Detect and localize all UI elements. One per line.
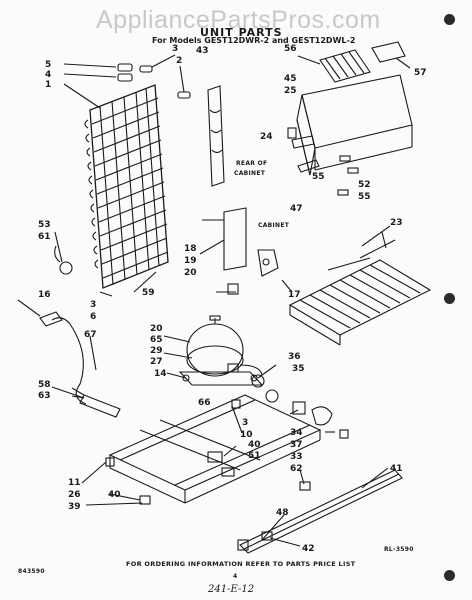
punch-hole (444, 570, 455, 581)
part-number-callout: 41 (390, 464, 403, 474)
part-number-callout: 3 (242, 418, 249, 428)
punch-hole (444, 293, 455, 304)
part-number-callout: 16 (38, 290, 51, 300)
part-number-callout: 61 (38, 232, 51, 242)
part-number-callout: 37 (290, 440, 303, 450)
compressor (178, 315, 264, 386)
part-number-callout: 45 (284, 74, 297, 84)
page-number: 4 (233, 573, 238, 580)
condenser-coil (84, 84, 169, 289)
part-number-callout: 3 (90, 300, 97, 310)
punch-hole (444, 14, 455, 25)
rear-of-cabinet-label-1: REAR OF (236, 160, 268, 167)
part-number-callout: 55 (358, 192, 371, 202)
part-number-callout: 23 (390, 218, 403, 228)
part-number-callout: 36 (288, 352, 301, 362)
part-number-callout: 55 (312, 172, 325, 182)
rear-of-cabinet-label-2: CABINET (234, 170, 266, 177)
part-number-callout: 47 (290, 204, 303, 214)
evaporator-housing (296, 41, 413, 176)
part-number-callout: 35 (292, 364, 305, 374)
part-number-callout: 53 (38, 220, 51, 230)
base-frame (105, 394, 322, 505)
document-code: 843590 (18, 568, 45, 575)
part-number-callout: 5 (45, 60, 52, 70)
part-number-callout: 40 (108, 490, 121, 500)
part-number-callout: 33 (290, 452, 303, 462)
part-number-callout: 29 (150, 346, 163, 356)
part-number-callout: 24 (260, 132, 273, 142)
cabinet-label: CABINET (258, 222, 290, 229)
watermark: AppliancePartsPros.com (96, 6, 381, 34)
part-number-callout: 10 (240, 430, 253, 440)
part-number-callout: 63 (38, 391, 51, 401)
part-number-callout: 65 (150, 335, 163, 345)
part-number-callout: 4 (45, 70, 52, 80)
part-number-callout: 20 (184, 268, 197, 278)
reference-code: RL-3590 (384, 546, 414, 553)
part-number-callout: 11 (68, 478, 81, 488)
part-number-callout: 57 (414, 68, 427, 78)
part-number-callout: 43 (196, 46, 209, 56)
part-number-callout: 58 (38, 380, 51, 390)
handwritten-code: 241-E-12 (208, 584, 255, 595)
part-number-callout: 62 (290, 464, 303, 474)
part-number-callout: 6 (90, 312, 97, 322)
ordering-note: FOR ORDERING INFORMATION REFER TO PARTS … (126, 560, 356, 568)
part-number-callout: 34 (290, 428, 303, 438)
part-number-callout: 52 (358, 180, 371, 190)
part-number-callout: 40 (248, 440, 261, 450)
part-number-callout: 20 (150, 324, 163, 334)
part-number-callout: 25 (284, 86, 297, 96)
part-number-callout: 59 (142, 288, 155, 298)
part-number-callout: 18 (184, 244, 197, 254)
diagram-subtitle: For Models GEST12DWR-2 and GEST12DWL-2 (152, 36, 356, 45)
part-number-callout: 39 (68, 502, 81, 512)
part-number-callout: 14 (154, 369, 167, 379)
drain-pan (288, 239, 432, 346)
part-number-callout: 51 (248, 451, 261, 461)
part-number-callout: 26 (68, 490, 81, 500)
part-number-callout: 2 (176, 56, 183, 66)
part-number-callout: 48 (276, 508, 289, 518)
part-number-callout: 56 (284, 44, 297, 54)
part-number-callout: 27 (150, 357, 163, 367)
part-number-callout: 3 (172, 44, 179, 54)
diagram-title: UNIT PARTS (200, 26, 283, 39)
part-number-callout: 1 (45, 80, 52, 90)
part-number-callout: 42 (302, 544, 315, 554)
part-number-callout: 67 (84, 330, 97, 340)
part-number-callout: 66 (198, 398, 211, 408)
part-number-callout: 19 (184, 256, 197, 266)
part-number-callout: 17 (288, 290, 301, 300)
